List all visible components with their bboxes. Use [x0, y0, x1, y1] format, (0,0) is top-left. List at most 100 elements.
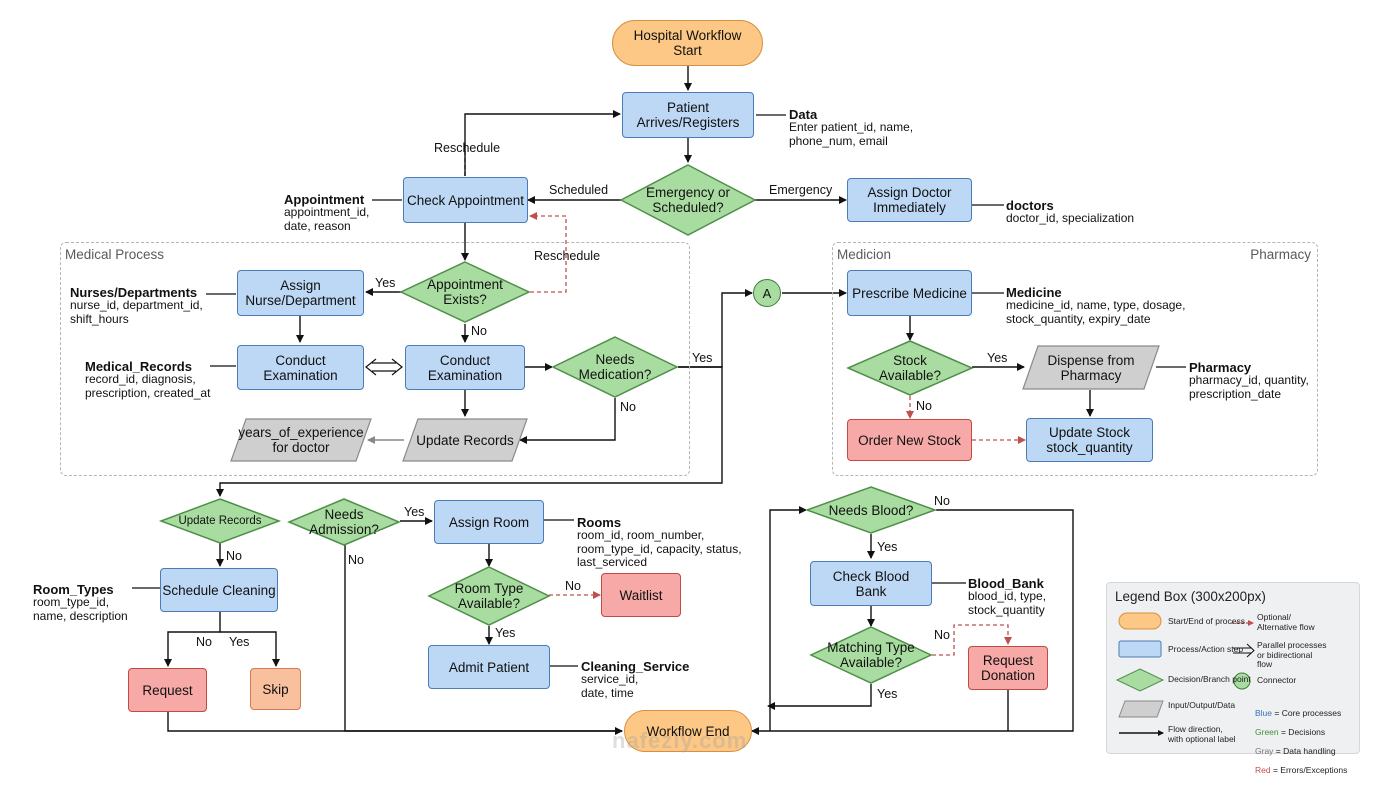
legend-label-io: Input/Output/Data — [1168, 700, 1236, 710]
group-medicion-title: Medicion — [837, 247, 892, 262]
label-no-update: No — [226, 549, 242, 563]
diagram-edges — [132, 66, 1186, 735]
legend-label-start-end: Start/End of process — [1168, 616, 1246, 626]
dispense-pharmacy-io: Dispense from Pharmacy — [1022, 345, 1160, 390]
label-yes-skip: Yes — [229, 635, 250, 649]
legend-box: Legend Box (300x200px) Start/End of proc… — [1106, 582, 1360, 774]
edge-match-yes-end — [767, 684, 872, 710]
waitlist-node: Waitlist — [601, 573, 681, 617]
legend-io-swatch — [1118, 700, 1164, 718]
needs-blood-decision: Needs Blood? — [804, 486, 938, 534]
request-node: Request — [128, 668, 207, 712]
room-type-available-decision: Room Type Available? — [427, 566, 551, 626]
group-medical-process: Medical Process — [60, 242, 690, 476]
patient-arrives-node: Patient Arrives/Registers — [622, 92, 754, 138]
label-yes-admission: Yes — [404, 505, 425, 519]
group-pharmacy: Medicion Pharmacy — [832, 242, 1318, 476]
legend-label-decision: Decision/Branch point — [1168, 674, 1251, 684]
edge-blood-no — [751, 509, 1074, 735]
label-no-stock: No — [916, 399, 932, 413]
group-medical-process-title: Medical Process — [65, 247, 165, 262]
prescribe-medicine-node: Prescribe Medicine — [847, 270, 972, 316]
legend-parallel-arrow — [1233, 643, 1255, 658]
edge-parallel-exam — [365, 358, 403, 376]
skip-node: Skip — [250, 668, 301, 710]
edge-medication-no-records — [519, 398, 616, 444]
conduct-exam-center-node: Conduct Examination — [405, 345, 525, 390]
label-no-room: No — [565, 579, 581, 593]
label-yes-medication: Yes — [692, 351, 713, 365]
legend-process-swatch — [1118, 640, 1162, 658]
label-reschedule-mid: Reschedule — [534, 249, 601, 263]
appointment-exists-decision: Appointment Exists? — [399, 261, 531, 323]
legend-label-process: Process/Action step — [1168, 644, 1244, 654]
label-no-request: No — [196, 635, 212, 649]
matching-type-decision: Matching Type Available? — [809, 626, 933, 684]
request-donation-node: Request Donation — [968, 646, 1048, 690]
label-yes-stock: Yes — [987, 351, 1008, 365]
legend-swatches — [1115, 612, 1255, 736]
label-emergency: Emergency — [769, 183, 833, 197]
legend-title: Legend Box (300x200px) — [1115, 589, 1266, 604]
label-no-admission: No — [348, 553, 364, 567]
assign-nurse-node: Assign Nurse/Department — [237, 270, 364, 316]
edge-reschedule-top — [464, 110, 621, 176]
update-records-decision: Update Records — [158, 498, 282, 544]
needs-medication-decision: Needs Medication? — [551, 336, 679, 398]
workflow-end-node: Workflow End — [624, 710, 752, 752]
check-blood-bank-node: Check Blood Bank — [810, 561, 932, 606]
edge-schedule-request — [164, 612, 221, 667]
label-yes-nurse: Yes — [375, 276, 396, 290]
schedule-cleaning-node: Schedule Cleaning — [160, 568, 278, 612]
legend-color-key: Blue = Core processes Green = Decisions … — [1255, 707, 1348, 775]
label-no-appt: No — [471, 324, 487, 338]
label-yes-match: Yes — [877, 687, 898, 701]
stock-available-decision: Stock Available? — [846, 340, 974, 396]
label-yes-blood: Yes — [877, 540, 898, 554]
label-no-medication: No — [620, 400, 636, 414]
edge-admission-no — [344, 545, 622, 732]
check-appointment-node: Check Appointment — [403, 177, 528, 223]
legend-terminal-swatch — [1118, 612, 1162, 630]
assign-room-node: Assign Room — [434, 500, 544, 544]
admit-patient-node: Admit Patient — [428, 645, 550, 689]
update-stock-node: Update Stock stock_quantity — [1026, 418, 1153, 462]
label-no-match: No — [934, 628, 950, 642]
needs-admission-decision: Needs Admission? — [287, 498, 401, 546]
label-yes-room: Yes — [495, 626, 516, 640]
edge-request-end — [167, 712, 623, 735]
legend-connector-swatch — [1233, 672, 1251, 690]
label-reschedule-top: Reschedule — [434, 141, 501, 155]
order-new-stock-node: Order New Stock — [847, 419, 972, 461]
edge-loop-blood — [769, 506, 807, 731]
edge-reschedule-mid — [529, 212, 567, 293]
connector-a: A — [753, 279, 781, 307]
years-experience-io: years_of_experience for doctor — [230, 418, 372, 462]
label-scheduled: Scheduled — [549, 183, 609, 197]
update-records-io: Update Records — [402, 418, 528, 462]
legend-decision-swatch — [1115, 668, 1165, 692]
edge-match-donation — [932, 624, 1012, 656]
group-pharmacy-title: Pharmacy — [1250, 247, 1311, 262]
conduct-exam-left-node: Conduct Examination — [237, 345, 364, 390]
edge-schedule-skip — [220, 631, 280, 667]
start-node: Hospital Workflow Start — [612, 20, 763, 66]
legend-label-connector: Connector — [1257, 675, 1297, 685]
legend-label-optional: Optional/ Alternative flow — [1257, 612, 1315, 632]
watermark: nafezly.com — [612, 728, 748, 753]
assign-doctor-node: Assign Doctor Immediately — [847, 178, 972, 222]
label-no-blood: No — [934, 494, 950, 508]
edge-medication-down — [216, 366, 723, 497]
legend-label-parallel: Parallel processes or bidirectional flow — [1257, 640, 1327, 669]
emergency-scheduled-decision: Emergency or Scheduled? — [619, 164, 757, 236]
